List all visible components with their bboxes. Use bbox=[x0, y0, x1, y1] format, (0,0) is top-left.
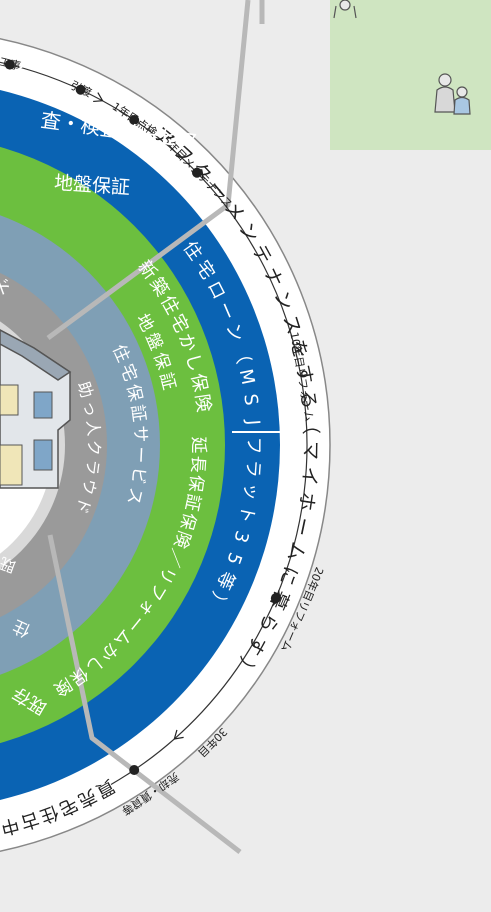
green-label-top-lower: 地盤保証 bbox=[53, 172, 130, 199]
green-label-right-c-char: 長 bbox=[187, 455, 208, 473]
outer-label-bottom-char: 古 bbox=[18, 808, 41, 833]
slate-label-char: 保 bbox=[122, 382, 145, 403]
blue-label-right-char: ッ bbox=[239, 481, 262, 502]
outer-label-bottom-char: 中 bbox=[0, 813, 21, 838]
tick-kouji-dot bbox=[4, 59, 15, 70]
timeline-arc bbox=[0, 61, 308, 786]
gray-label-right-char: 人 bbox=[83, 419, 103, 437]
gray-label-left-b: 既 bbox=[0, 553, 18, 576]
outer-label-mid-char: マ bbox=[299, 441, 321, 460]
divider-upper bbox=[46, 0, 251, 341]
green-label-right-c-char: 証 bbox=[181, 492, 204, 513]
blue-label-right-char: ト bbox=[234, 503, 258, 525]
timeline-label-kouji: 工事 bbox=[0, 55, 22, 73]
blue-label-right-char: ラ bbox=[242, 459, 264, 478]
blue-label-right-char: M bbox=[235, 367, 259, 386]
outer-label-mid-char: ホ bbox=[294, 490, 318, 512]
gray-label-right-char: っ bbox=[79, 399, 101, 419]
gray-label-right-char: 助 bbox=[74, 379, 97, 400]
blue-label-right-char: J bbox=[242, 418, 263, 426]
outer-label-mid-char: を bbox=[286, 337, 312, 361]
gray-label-right-char: ウ bbox=[78, 477, 100, 497]
slate-label-char: 証 bbox=[127, 403, 149, 423]
arrow-hikiwatashi bbox=[93, 92, 104, 103]
green-label-right-c-char: 保 bbox=[184, 474, 206, 494]
slate-label-char: 宅 bbox=[116, 362, 140, 385]
green-label-right-a-char: し bbox=[181, 351, 206, 374]
blue-label-right-char: 3 bbox=[229, 528, 252, 545]
green-label-right-a-char: 保 bbox=[187, 372, 211, 394]
arrow-year30 bbox=[173, 729, 184, 740]
outer-label-mid-char: す bbox=[292, 363, 317, 386]
slate-label-char: ス bbox=[122, 485, 145, 506]
blue-label-top: ン bbox=[11, 52, 32, 76]
gray-label-right-char: ド bbox=[72, 495, 95, 517]
tick-baikyaku-dot bbox=[129, 764, 140, 775]
outer-label-mid-char: イ bbox=[298, 466, 321, 487]
family-illustration bbox=[330, 0, 491, 150]
tick-maint-dot bbox=[191, 167, 202, 178]
blue-label-right-char: （ bbox=[229, 343, 254, 366]
tick-tenken-dot bbox=[129, 115, 140, 126]
gray-label-left-a: 住 bbox=[10, 615, 34, 640]
green-label-right-b-char: 保 bbox=[149, 350, 173, 373]
outer-label-mid-char: る bbox=[296, 389, 320, 410]
green-label-right-c-char: ／ bbox=[162, 546, 187, 570]
gray-label-right-char: ラ bbox=[82, 458, 103, 476]
house-illustration bbox=[0, 329, 72, 489]
tick-reform20-dot bbox=[270, 593, 281, 604]
blue-label-right-char: フ bbox=[243, 437, 264, 455]
slate-label-char: サ bbox=[129, 425, 150, 443]
gray-label-right-char: ク bbox=[84, 440, 103, 456]
blue-label-right-char: S bbox=[239, 393, 261, 407]
green-label-right-b-char: 証 bbox=[155, 371, 179, 392]
green-label-right-b-char: 盤 bbox=[141, 330, 166, 354]
green-label-right-c-char: 保 bbox=[176, 510, 200, 532]
slate-label-char: 住 bbox=[108, 342, 133, 366]
divider-lower bbox=[47, 534, 242, 854]
green-label-right-c-char: 延 bbox=[188, 437, 208, 454]
outer-label-mid-char: ー bbox=[289, 515, 314, 538]
green-label-right-a-char: 険 bbox=[191, 393, 214, 414]
slate-label-char: ー bbox=[129, 446, 150, 464]
green-label-right-c-char: 険 bbox=[170, 528, 195, 551]
outer-label-mid-char: （ bbox=[299, 415, 322, 435]
tick-hikiwatashi-dot bbox=[75, 84, 86, 95]
blue-label-right-char: ン bbox=[221, 321, 247, 345]
stage-dividers bbox=[46, 0, 325, 854]
slate-label-char: ビ bbox=[127, 466, 149, 486]
